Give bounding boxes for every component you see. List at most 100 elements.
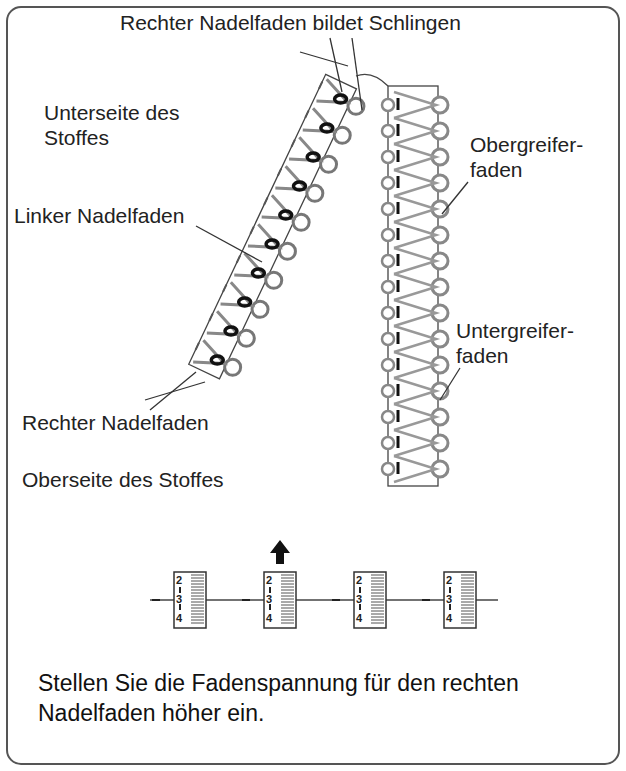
needle-loop xyxy=(252,269,264,277)
looper-loop xyxy=(382,359,394,371)
dial-hatch xyxy=(191,587,204,588)
thread-v xyxy=(394,222,436,248)
thread-v xyxy=(394,118,436,144)
dial-hatch xyxy=(191,608,204,609)
dial-hatch xyxy=(371,575,384,576)
stitch-drawing xyxy=(189,74,448,486)
looper-loop xyxy=(266,272,282,288)
dial-hatch xyxy=(461,578,474,579)
thread-v xyxy=(394,300,436,326)
looper-loop xyxy=(293,214,309,230)
needle-stitch xyxy=(397,410,400,422)
needle-loop xyxy=(335,95,347,103)
looper-loop xyxy=(382,333,394,345)
dial-hatch xyxy=(371,581,384,582)
dial-hatch xyxy=(281,617,294,618)
looper-loop xyxy=(382,385,394,397)
thread-v xyxy=(221,282,252,305)
looper-loop xyxy=(382,125,394,137)
thread-v xyxy=(303,108,334,131)
needle-stitch xyxy=(397,176,400,188)
dial-hatch xyxy=(461,593,474,594)
dial-hatch xyxy=(191,578,204,579)
dial-hatch xyxy=(191,593,204,594)
looper-loop xyxy=(382,255,394,267)
dial-hatch xyxy=(371,611,384,612)
dial-tick xyxy=(449,587,451,593)
dial-hatch xyxy=(281,623,294,624)
fabric-strip xyxy=(388,86,438,486)
dial-hatch xyxy=(371,587,384,588)
thread-v xyxy=(248,224,279,247)
dial-hatch xyxy=(281,611,294,612)
thread-v xyxy=(275,166,306,189)
dial-hatch xyxy=(281,620,294,621)
dial xyxy=(174,572,206,628)
index-mark xyxy=(332,599,340,601)
looper-loop xyxy=(382,281,394,293)
looper-loop xyxy=(307,185,323,201)
index-mark xyxy=(422,599,430,601)
dial-hatch xyxy=(371,602,384,603)
needle-loop xyxy=(293,182,305,190)
needle-stitch xyxy=(397,436,400,448)
dial-hatch xyxy=(461,581,474,582)
needle-loop xyxy=(321,124,333,132)
dial-hatch xyxy=(461,602,474,603)
thread-v xyxy=(394,430,436,456)
dial-hatch xyxy=(371,620,384,621)
dial-hatch xyxy=(461,611,474,612)
edge-stitch xyxy=(291,140,294,147)
dial-hatch xyxy=(281,599,294,600)
dial-hatch xyxy=(191,617,204,618)
dial-hatch xyxy=(371,608,384,609)
dial-hatch xyxy=(191,620,204,621)
edge-stitch xyxy=(196,343,199,350)
needle-stitch xyxy=(397,202,400,214)
dial-hatch xyxy=(191,584,204,585)
dial-hatch xyxy=(371,584,384,585)
dial xyxy=(354,572,386,628)
looper-loop xyxy=(382,229,394,241)
dial-hatch xyxy=(461,614,474,615)
dial-hatch xyxy=(281,587,294,588)
dial-hatch xyxy=(461,575,474,576)
edge-stitch xyxy=(209,314,212,321)
needle-loop xyxy=(266,240,278,248)
dial-hatch xyxy=(191,611,204,612)
dial-number: 3 xyxy=(266,593,272,605)
dial-hatch xyxy=(191,602,204,603)
needle-stitch xyxy=(397,98,400,110)
edge-stitch xyxy=(305,111,308,118)
needle-stitch xyxy=(397,228,400,240)
part-label: Rechter Nadelfaden xyxy=(22,410,262,435)
thread-v xyxy=(394,92,436,118)
dial-hatch xyxy=(281,584,294,585)
looper-loop xyxy=(279,243,295,259)
dial xyxy=(444,572,476,628)
dial-hatch xyxy=(371,614,384,615)
dial-hatch xyxy=(191,599,204,600)
needle-loop xyxy=(307,153,319,161)
dial-hatch xyxy=(371,605,384,606)
needle-loop xyxy=(211,356,223,364)
looper-loop xyxy=(321,156,337,172)
part-label: Obergreifer- faden xyxy=(470,132,600,182)
dial-hatch xyxy=(191,575,204,576)
dial-number: 4 xyxy=(356,612,362,624)
dial-number: 2 xyxy=(266,574,272,586)
dial-number: 3 xyxy=(176,593,182,605)
needle-stitch xyxy=(397,358,400,370)
leader-lines xyxy=(145,38,468,410)
dial-hatch xyxy=(281,605,294,606)
thread-v xyxy=(394,274,436,300)
edge-stitch xyxy=(250,227,253,234)
dial xyxy=(264,572,296,628)
dial-hatch xyxy=(461,587,474,588)
caption: Stellen Sie die Fadenspannung für den re… xyxy=(38,668,598,728)
needle-loop xyxy=(225,327,237,335)
dial-hatch xyxy=(281,581,294,582)
thread-v xyxy=(207,311,238,334)
thread-v xyxy=(193,340,224,363)
dial-hatch xyxy=(371,596,384,597)
